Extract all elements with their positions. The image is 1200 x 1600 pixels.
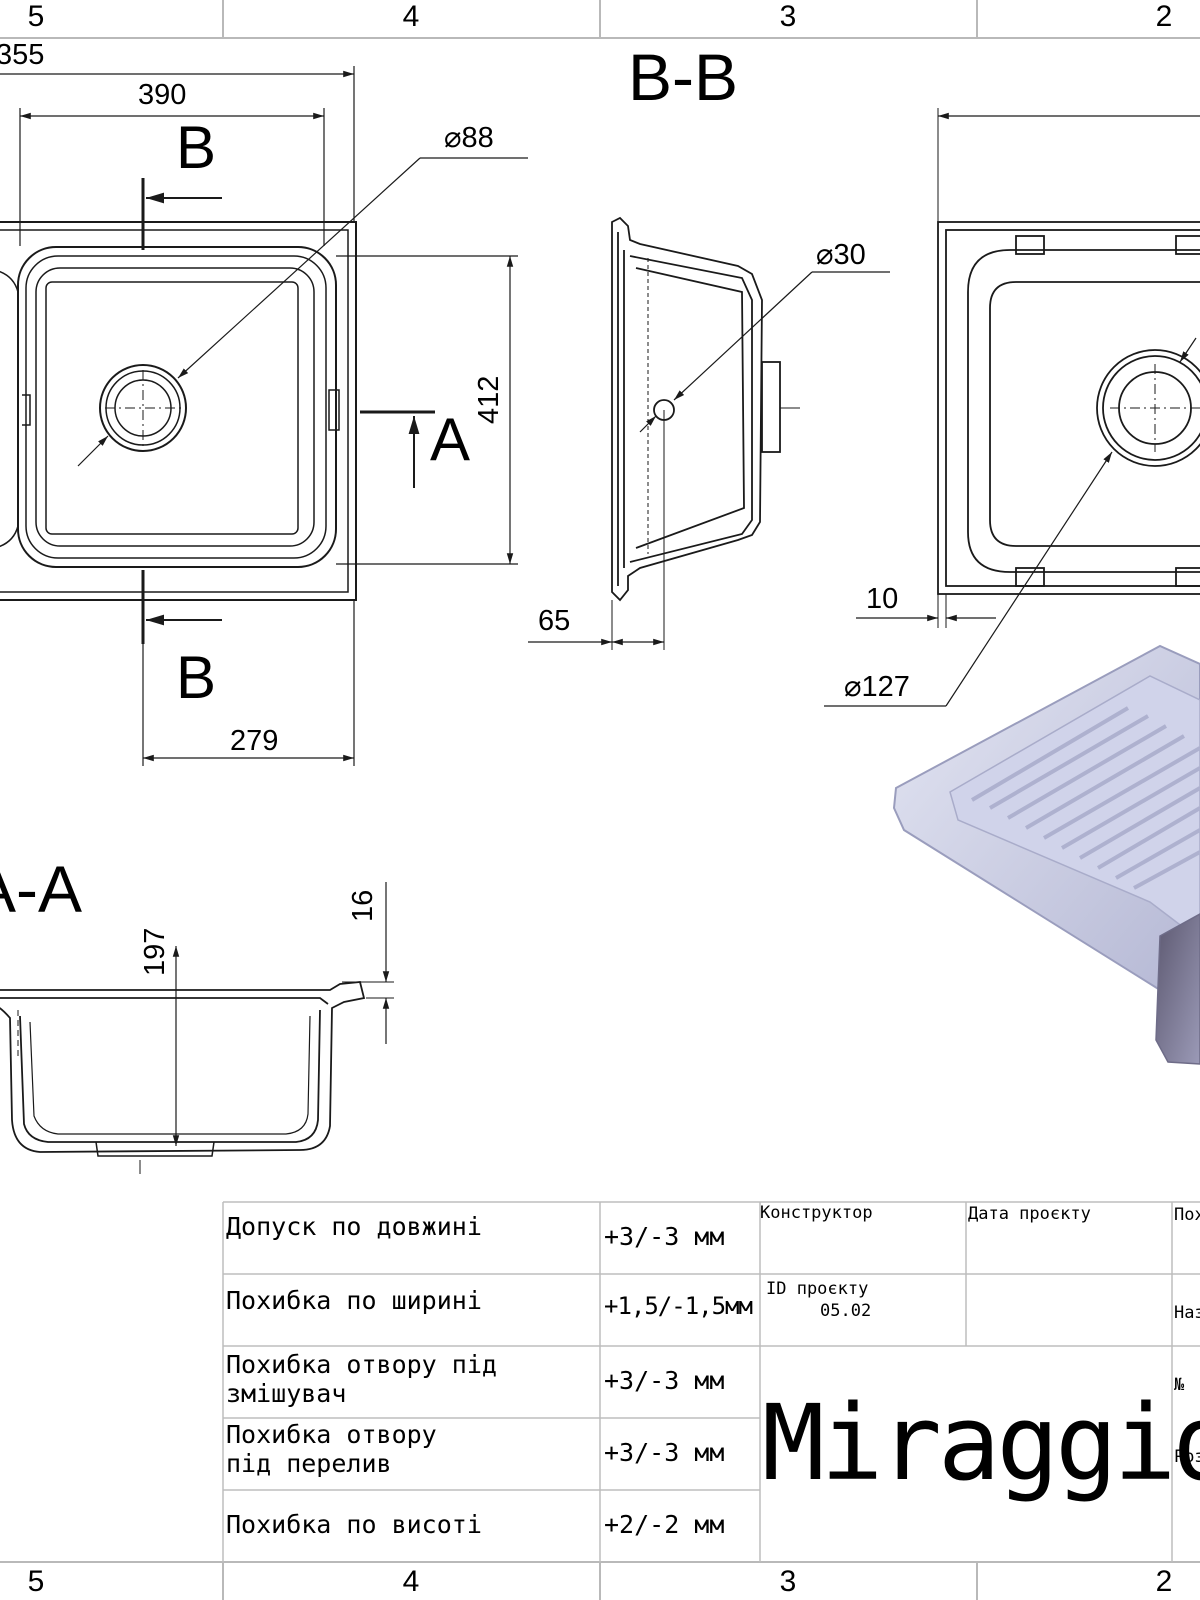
title-block-col-cut-2: Наз [1174,1303,1200,1323]
section-mark-b-top: B [176,114,217,181]
section-bb-profile [528,216,890,650]
title-block-col-cut-3: № [1174,1375,1185,1395]
tolerance-label-length: Допуск по довжині [226,1212,482,1241]
tolerance-label-height: Похибка по висоті [226,1510,482,1539]
dimension-355: 355 [0,39,45,71]
tolerance-value-mixer-hole: +3/-3 мм [604,1366,725,1395]
sink-3d-render [892,644,1200,1065]
title-block-col-cut-4: Роз [1174,1447,1200,1467]
title-block-date-label: Дата проєкту [968,1204,1091,1224]
zone-label-bottom-5: 5 [27,1565,45,1598]
diameter-symbol: ⌀ [844,671,862,703]
section-mark-b-bottom: B [176,644,217,711]
dimension-lines [0,66,528,766]
dimension-outlet-diameter: ⌀88 [444,122,494,154]
title-block-project-id-value: 05.02 [820,1301,872,1321]
tolerance-label-overflow-hole: Похибка отвору під перелив [226,1420,437,1478]
dimension-197: 197 [139,927,171,976]
zone-label-top-3: 3 [779,0,797,33]
title-block-project-id-label: ID проєкту [766,1279,869,1299]
dimension-16: 16 [347,889,379,922]
dimension-10: 10 [866,583,899,615]
zone-label-top-2: 2 [1155,0,1173,33]
dimension-overflow-diameter: ⌀30 [816,239,866,271]
zone-label-bottom-4: 4 [402,1565,420,1598]
tolerance-label-width: Похибка по ширині [226,1286,482,1315]
section-aa-title: A-A [0,852,83,926]
title-block-col-cut-1: Пох [1174,1205,1200,1225]
dimension-390: 390 [138,79,187,111]
tolerance-value-width: +1,5/-1,5мм [604,1292,753,1320]
dimension-279: 279 [230,725,279,757]
diameter-symbol: ⌀ [816,239,834,271]
section-mark-a: A [430,406,471,473]
section-bb-title: B-B [628,40,739,114]
zone-label-bottom-2: 2 [1155,1565,1173,1598]
tolerance-label-mixer-hole: Похибка отвору під змішувач [226,1350,497,1408]
dimension-65: 65 [538,605,571,637]
zone-label-top-5: 5 [27,0,45,33]
diameter-symbol: ⌀ [444,122,462,154]
zone-label-bottom-3: 3 [779,1565,797,1598]
tolerance-table [222,1201,1200,1562]
section-aa-profile [0,882,394,1174]
plan-view [0,66,528,766]
dimension-hole-diameter: ⌀127 [844,671,910,703]
tolerance-value-overflow-hole: +3/-3 мм [604,1438,725,1467]
right-view [824,108,1200,707]
title-block-designer-label: Конструктор [760,1203,873,1223]
brand-logo-text: Miraggio [762,1382,1200,1504]
dimension-412: 412 [473,375,505,424]
tolerance-value-height: +2/-2 мм [604,1510,725,1539]
tolerance-value-length: +3/-3 мм [604,1222,725,1251]
zone-label-top-4: 4 [402,0,420,33]
